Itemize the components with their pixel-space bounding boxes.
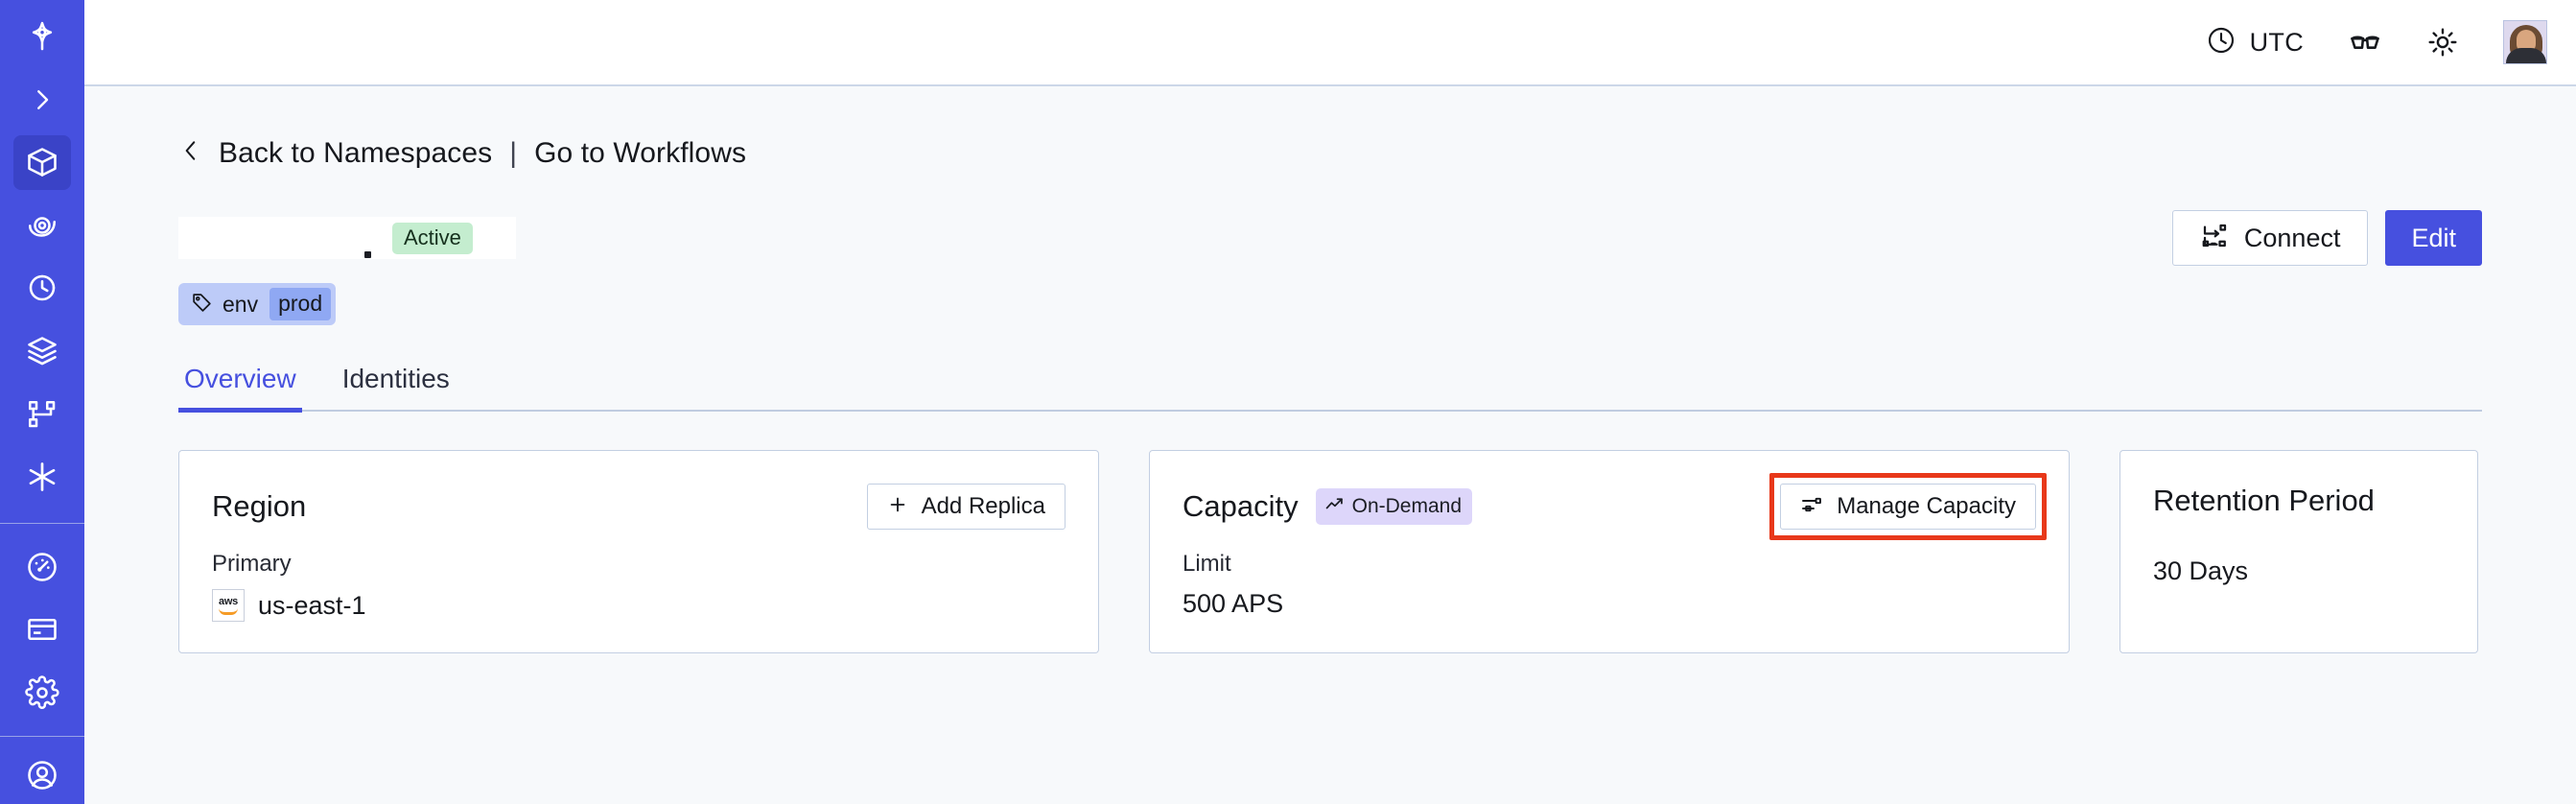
region-primary-value: us-east-1 <box>258 590 366 620</box>
namespace-title-row: Active <box>178 210 2482 266</box>
manage-capacity-highlight <box>1769 473 2047 540</box>
sidebar-item-namespaces[interactable] <box>13 135 71 190</box>
main-column: UTC <box>84 0 2576 804</box>
connect-icon <box>2200 222 2229 255</box>
overview-cards: Region Add Replica <box>178 450 2482 653</box>
sidebar-bottom-section <box>0 728 84 804</box>
sidebar-item-nexus[interactable] <box>13 450 71 505</box>
sidebar-item-history[interactable] <box>13 261 71 316</box>
tab-bar: Overview Identities <box>178 364 2482 413</box>
timezone-selector[interactable]: UTC <box>2206 25 2304 60</box>
capacity-card-header: Capacity On-Demand <box>1183 473 2047 540</box>
add-replica-label: Add Replica <box>921 493 1045 519</box>
sidebar-item-usage[interactable] <box>13 539 71 594</box>
on-demand-badge-label: On-Demand <box>1351 495 1462 517</box>
sidebar-item-settings[interactable] <box>13 665 71 720</box>
plus-icon <box>887 494 908 520</box>
trending-up-icon <box>1324 494 1345 518</box>
sidebar-item-billing[interactable] <box>13 603 71 657</box>
expand-sidebar-icon[interactable] <box>13 73 71 128</box>
breadcrumb-separator: | <box>509 136 518 169</box>
manage-capacity-label: Manage Capacity <box>1837 493 2016 519</box>
sidebar <box>0 0 84 804</box>
tab-overview[interactable]: Overview <box>178 364 302 413</box>
retention-card: Retention Period 30 Days <box>2119 450 2478 653</box>
sidebar-item-observability[interactable] <box>13 199 71 253</box>
region-card-header: Region Add Replica <box>212 484 1066 530</box>
tag-chip-env[interactable]: env prod <box>178 283 337 325</box>
on-demand-badge: On-Demand <box>1315 488 1472 525</box>
region-card: Region Add Replica <box>178 450 1099 653</box>
tag-value: prod <box>269 288 332 320</box>
capacity-limit-label: Limit <box>1183 551 1231 577</box>
manage-capacity-button[interactable]: Manage Capacity <box>1780 484 2036 530</box>
sliders-icon <box>1800 493 1823 521</box>
region-primary-value-row: aws us-east-1 <box>212 589 1066 622</box>
capacity-limit-value: 500 APS <box>1183 589 1284 618</box>
breadcrumb-workflows-link[interactable]: Go to Workflows <box>534 136 747 169</box>
reading-glasses-icon[interactable] <box>2348 25 2382 59</box>
region-primary-label: Primary <box>212 551 292 577</box>
aws-icon-swoosh <box>219 608 238 615</box>
content-area: Back to Namespaces | Go to Workflows Act… <box>84 86 2576 804</box>
avatar-face <box>2517 30 2536 53</box>
edit-button-label: Edit <box>2411 223 2456 252</box>
aws-icon: aws <box>212 589 245 622</box>
region-card-action: Add Replica <box>866 484 1066 530</box>
avatar-body <box>2506 48 2546 63</box>
connect-button-label: Connect <box>2243 223 2341 252</box>
sidebar-divider-bottom <box>0 736 84 738</box>
edit-button[interactable]: Edit <box>2385 210 2482 266</box>
clock-icon <box>2206 25 2236 60</box>
breadcrumb: Back to Namespaces | Go to Workflows <box>178 136 2482 170</box>
retention-card-header: Retention Period <box>2153 484 2445 518</box>
logo-icon[interactable] <box>13 10 71 64</box>
chevron-left-icon[interactable] <box>178 136 203 170</box>
retention-card-title: Retention Period <box>2153 484 2375 517</box>
topbar: UTC <box>84 0 2576 86</box>
namespace-tags: env prod <box>178 283 2482 325</box>
tag-key: env <box>222 291 259 317</box>
user-avatar[interactable] <box>2503 20 2547 64</box>
capacity-card: Capacity On-Demand <box>1149 450 2070 653</box>
sidebar-item-layers[interactable] <box>13 324 71 379</box>
timezone-label: UTC <box>2249 27 2304 57</box>
sidebar-divider <box>0 523 84 525</box>
retention-value: 30 Days <box>2153 556 2249 585</box>
namespace-actions: Connect Edit <box>2171 210 2482 266</box>
region-card-title: Region <box>212 489 307 523</box>
capacity-card-action: Manage Capacity <box>1769 473 2047 540</box>
tag-icon <box>191 292 213 318</box>
sun-icon[interactable] <box>2426 26 2459 59</box>
tab-identities[interactable]: Identities <box>341 364 450 393</box>
add-replica-button[interactable]: Add Replica <box>866 484 1066 530</box>
breadcrumb-back-link[interactable]: Back to Namespaces <box>219 136 493 169</box>
sidebar-item-workflows[interactable] <box>13 387 71 441</box>
topbar-actions: UTC <box>2206 20 2547 64</box>
status-badge: Active <box>392 222 473 254</box>
namespace-name-dot <box>364 250 371 258</box>
capacity-card-title: Capacity <box>1183 489 1299 523</box>
sidebar-item-account[interactable] <box>13 746 71 804</box>
connect-button[interactable]: Connect <box>2171 210 2369 266</box>
aws-icon-text: aws <box>219 595 238 607</box>
